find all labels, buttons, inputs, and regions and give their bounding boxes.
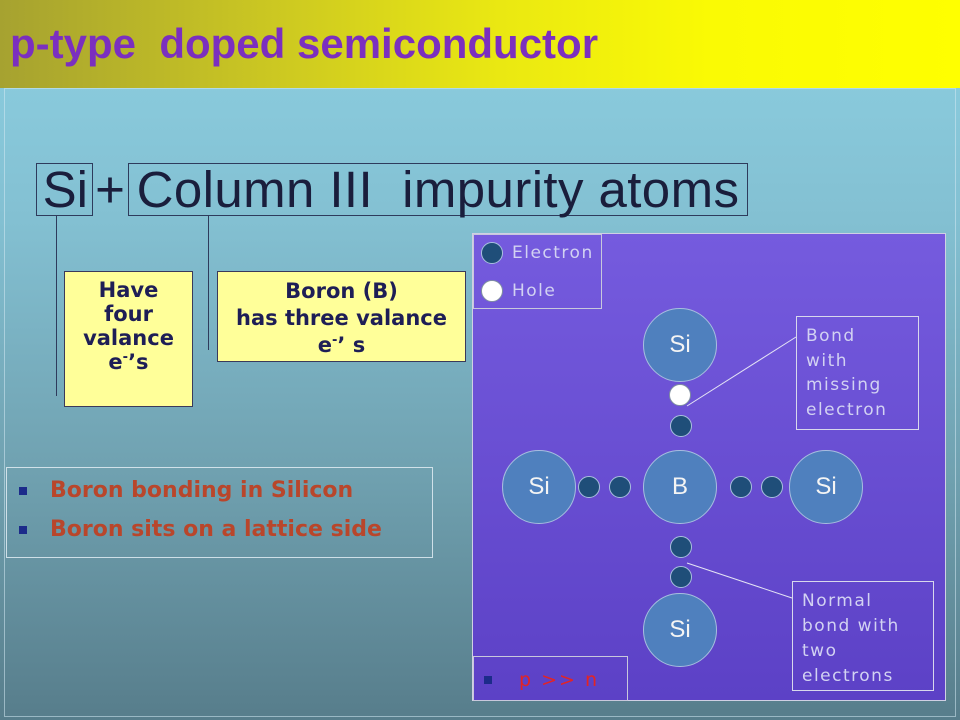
silicon-atom-right: Si (789, 450, 863, 524)
note-line: has three valance (236, 306, 447, 330)
normal-bond-callout: Normal bond with two electrons (792, 581, 934, 691)
electron-symbol: e (317, 333, 333, 357)
silicon-atom-bottom: Si (643, 593, 717, 667)
slide-frame (4, 88, 956, 717)
square-bullet-icon (484, 676, 492, 684)
callout-line: electron (806, 399, 888, 420)
note-line-electrons: e-’s (65, 350, 192, 374)
plural-suffix: ’s (128, 350, 149, 374)
callout-line: two (802, 641, 838, 661)
electron-dot (578, 476, 600, 498)
plus-sign: + (95, 161, 125, 218)
legend-box (473, 234, 602, 309)
callout-line: bond with (802, 616, 900, 636)
callout-line: electrons (802, 666, 894, 686)
legend-hole-label: Hole (512, 281, 557, 301)
note-line: Have (98, 278, 159, 302)
title-bar: p-type doped semiconductor (0, 0, 960, 88)
callout-line: with (806, 350, 849, 371)
carrier-ratio-text: p >> n (519, 669, 600, 691)
legend-electron-label: Electron (512, 243, 594, 263)
electron-dot (761, 476, 783, 498)
square-bullet-icon (19, 487, 27, 495)
silicon-valence-note: Have four valance e-’s (64, 271, 193, 407)
impurity-term-box: Column III impurity atoms (128, 163, 748, 216)
hole-legend-icon (481, 280, 503, 302)
silicon-term-box: Si (36, 163, 93, 216)
callout-line: Bond (806, 326, 856, 346)
electron-dot (670, 536, 692, 558)
slide-title: p-type doped semiconductor (10, 20, 599, 67)
carrier-ratio-box (473, 656, 628, 701)
electron-symbol: e (108, 350, 123, 374)
note-line-electrons: e-’ s (218, 332, 465, 359)
silicon-atom-top: Si (643, 308, 717, 382)
bullet-list-box (6, 467, 433, 558)
note-line: Boron (B) (285, 279, 398, 303)
note-line: four (104, 302, 153, 326)
note-line: valance (83, 326, 174, 350)
electron-dot (670, 566, 692, 588)
silicon-pointer-line (56, 216, 57, 396)
boron-valence-note: Boron (B) has three valance e-’ s (217, 271, 466, 362)
electron-dot (670, 415, 692, 437)
square-bullet-icon (19, 526, 27, 534)
missing-electron-callout: Bond with missing electron (796, 316, 919, 430)
electron-legend-icon (481, 242, 503, 264)
bullet-item: Boron sits on a lattice side (50, 517, 382, 542)
boron-atom-center: B (643, 450, 717, 524)
callout-line: missing (806, 375, 882, 395)
silicon-atom-left: Si (502, 450, 576, 524)
hole-dot (669, 384, 691, 406)
bullet-item: Boron bonding in Silicon (50, 478, 354, 503)
electron-dot (730, 476, 752, 498)
plural-suffix: ’ s (337, 333, 366, 357)
electron-dot (609, 476, 631, 498)
impurity-pointer-line (208, 216, 209, 350)
charge-superscript: - (122, 350, 129, 365)
charge-superscript: - (332, 333, 338, 348)
callout-line: Normal (802, 591, 873, 611)
